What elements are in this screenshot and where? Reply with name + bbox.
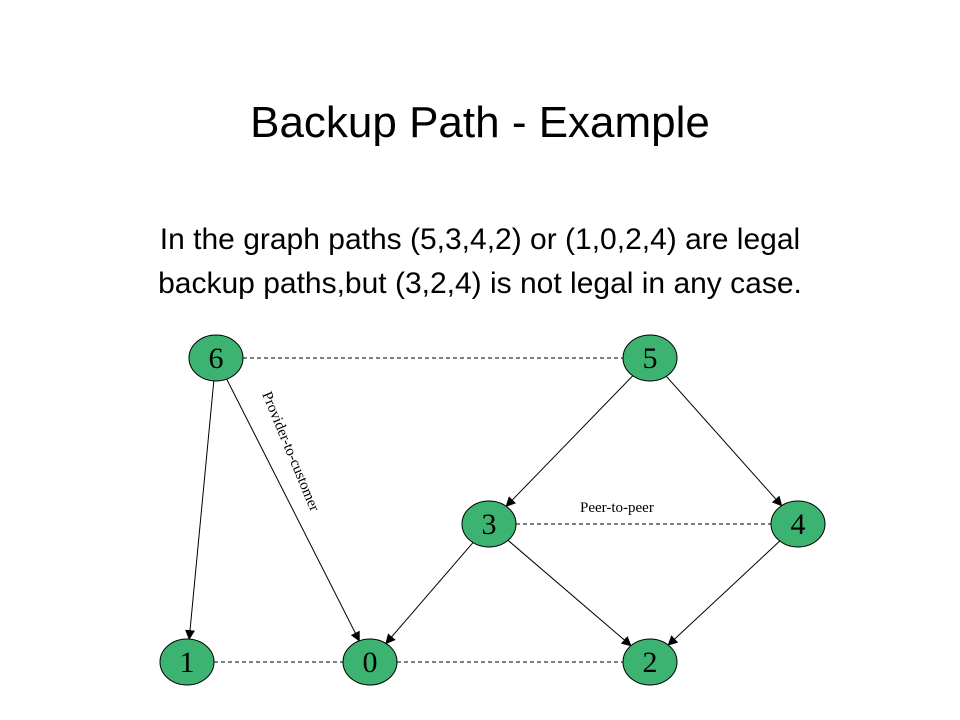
body-line-1: In the graph paths (5,3,4,2) or (1,0,2,4… <box>159 223 801 256</box>
node-ellipse-6 <box>188 334 244 382</box>
provider-to-customer-label: Provider-to-customer <box>258 389 322 513</box>
arrow-edge-3-2 <box>507 539 632 647</box>
arrow-edge-4-2 <box>667 540 781 646</box>
arrow-edge-3-0 <box>385 542 474 645</box>
slide-body-text: In the graph paths (5,3,4,2) or (1,0,2,4… <box>0 218 960 306</box>
node-ellipse-0 <box>342 638 398 686</box>
arrow-edge-5-4 <box>665 375 783 507</box>
node-ellipse-1 <box>159 638 215 686</box>
peer-to-peer-label: Peer-to-peer <box>580 500 654 516</box>
arrow-edge-6-0 <box>226 378 360 642</box>
node-label-4: 4 <box>791 508 806 541</box>
node-label-0: 0 <box>363 646 378 679</box>
node-4: 4 <box>770 500 826 548</box>
edges-layer <box>185 357 783 663</box>
node-3: 3 <box>461 500 517 548</box>
node-ellipse-3 <box>461 500 517 548</box>
node-5: 5 <box>622 334 678 382</box>
slide-title: Backup Path - Example <box>250 98 710 147</box>
node-ellipse-4 <box>770 500 826 548</box>
node-label-5: 5 <box>643 342 658 375</box>
node-2: 2 <box>622 638 678 686</box>
node-label-3: 3 <box>482 508 497 541</box>
node-ellipse-5 <box>622 334 678 382</box>
node-label-1: 1 <box>180 646 195 679</box>
node-label-6: 6 <box>209 342 224 375</box>
node-label-2: 2 <box>643 646 658 679</box>
node-1: 1 <box>159 638 215 686</box>
node-6: 6 <box>188 334 244 382</box>
node-0: 0 <box>342 638 398 686</box>
node-ellipse-2 <box>622 638 678 686</box>
arrow-edge-6-1 <box>185 380 215 641</box>
arrow-edge-5-3 <box>505 375 634 507</box>
body-line-2: backup paths,but (3,2,4) is not legal in… <box>158 267 802 300</box>
nodes-layer: 6 5 3 4 1 0 2 <box>159 334 826 686</box>
